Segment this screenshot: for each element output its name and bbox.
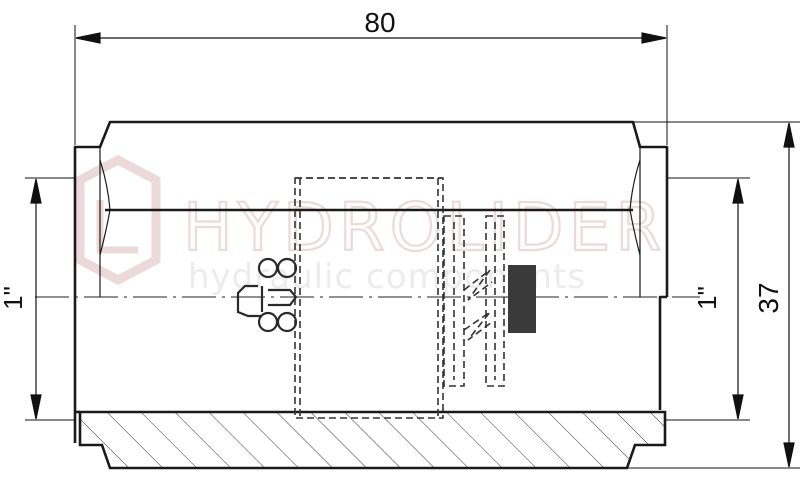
valve-symbol-icon	[236, 257, 298, 333]
dim-height-label: 37	[753, 282, 784, 313]
hatched-section	[75, 410, 667, 470]
dim-thread-left	[25, 177, 75, 421]
inner-lines	[74, 147, 641, 443]
dim-thread-left-label: 1"	[0, 286, 28, 310]
dim-thread-right-label: 1"	[692, 286, 722, 310]
dim-height	[627, 121, 800, 469]
hidden-spring-plates	[443, 215, 505, 387]
watermark-brand: HYDROLIDER	[183, 189, 666, 266]
dim-length-label: 80	[364, 7, 395, 38]
dim-thread-right	[665, 177, 750, 421]
watermark: HYDROLIDER hydraulic components	[75, 154, 666, 297]
watermark-logo-icon	[75, 154, 161, 286]
dim-length	[74, 25, 668, 145]
seal-insert	[508, 265, 536, 333]
